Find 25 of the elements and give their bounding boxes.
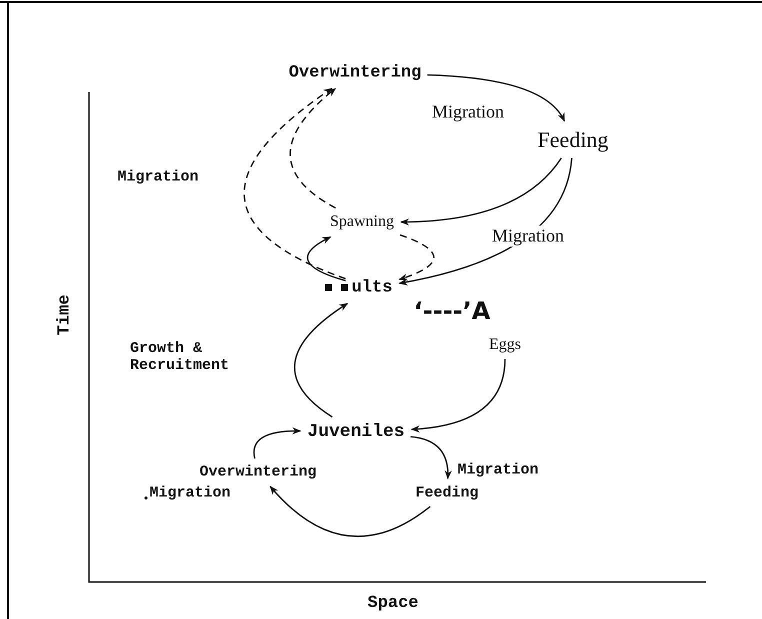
arrow xyxy=(294,302,348,418)
stage-label: Eggs xyxy=(487,335,523,355)
stage-label: ults xyxy=(350,278,394,298)
arrow xyxy=(306,236,346,282)
edge-label: Migration xyxy=(458,461,538,479)
edge-label: Migration xyxy=(118,168,198,186)
stage-label: Overwintering xyxy=(197,462,319,482)
arrow xyxy=(427,74,566,122)
arrow xyxy=(410,436,452,480)
arrow xyxy=(244,88,346,280)
edge-label: Migration xyxy=(492,226,564,246)
arrow xyxy=(290,88,336,209)
arrow xyxy=(253,427,302,459)
stage-label: Feeding xyxy=(414,484,480,502)
arrow xyxy=(398,234,434,280)
axis-title: Time xyxy=(56,294,74,336)
arrow xyxy=(410,358,506,432)
arrow xyxy=(400,158,562,226)
scan-artifact-text: ‘----’A xyxy=(414,297,490,325)
stage-label: Spawning xyxy=(328,212,396,232)
stage-label: Feeding xyxy=(536,126,610,154)
arrow xyxy=(270,486,431,537)
edge-label: Migration xyxy=(150,484,230,502)
stage-label: Overwintering xyxy=(286,62,424,84)
stage-label: Juveniles xyxy=(305,421,407,443)
